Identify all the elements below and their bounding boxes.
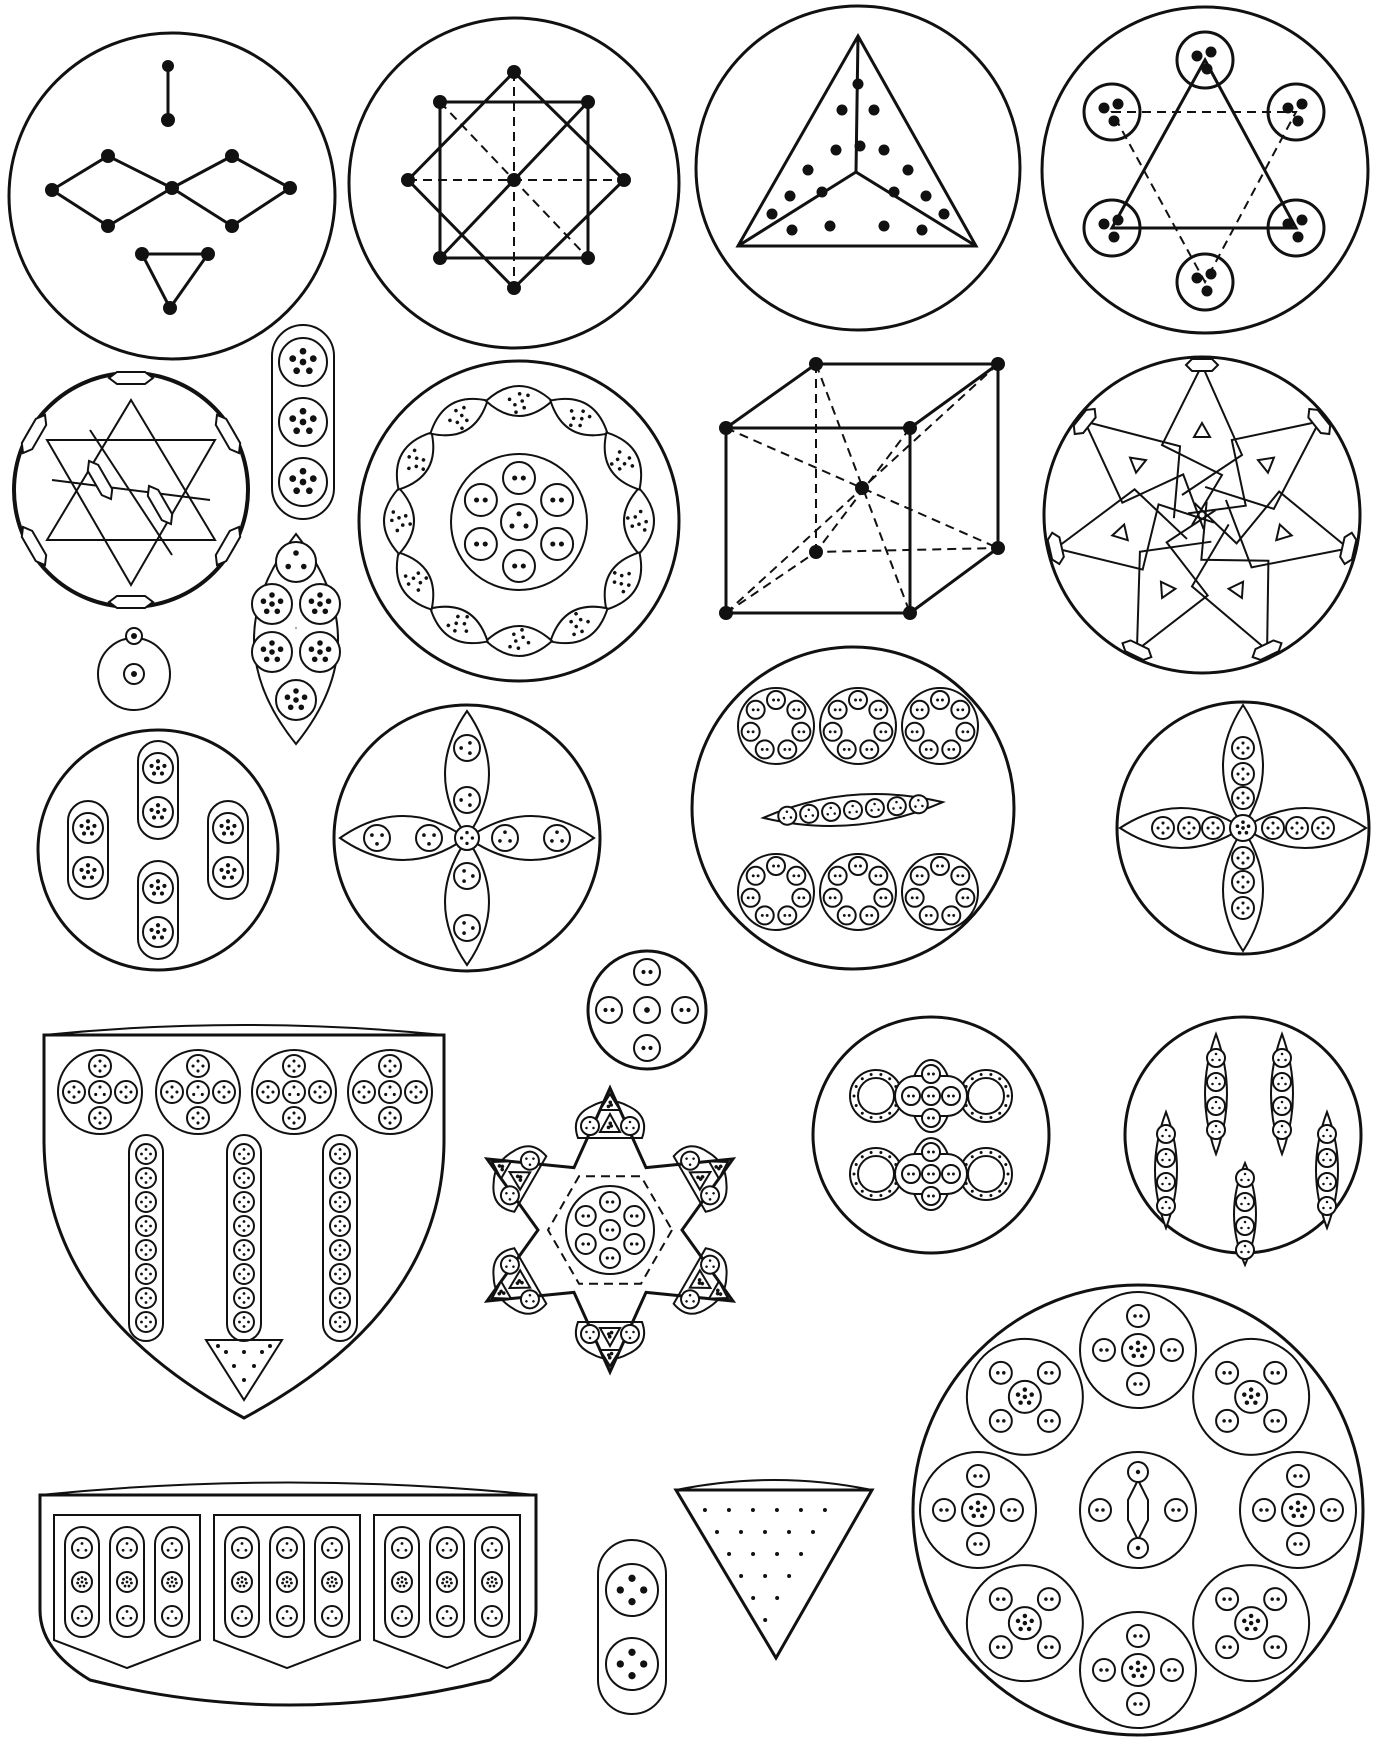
cross-petals-circle-right xyxy=(1117,702,1369,954)
capsule-three-discs xyxy=(272,325,334,519)
cross-petals-circle xyxy=(334,705,600,971)
five-disc-circle xyxy=(588,951,706,1069)
